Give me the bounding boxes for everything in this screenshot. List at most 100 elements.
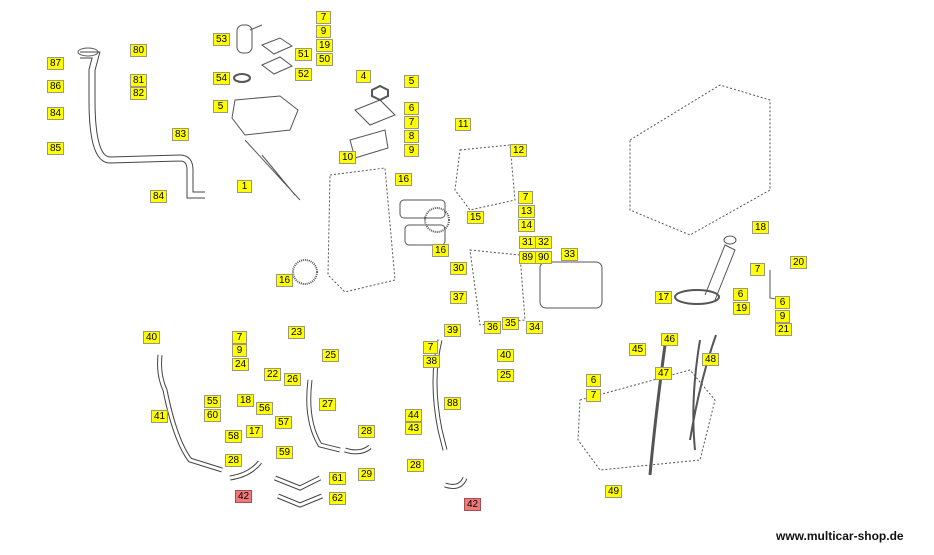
part-label[interactable]: 35 xyxy=(502,317,520,330)
part-label[interactable]: 83 xyxy=(172,128,190,141)
part-label[interactable]: 90 xyxy=(535,251,553,264)
part-label[interactable]: 12 xyxy=(510,144,528,157)
part-label[interactable]: 43 xyxy=(405,422,423,435)
website-footer: www.multicar-shop.de xyxy=(776,529,904,543)
part-label[interactable]: 18 xyxy=(752,221,770,234)
part-label[interactable]: 9 xyxy=(404,144,419,157)
part-label[interactable]: 14 xyxy=(518,219,536,232)
part-label[interactable]: 16 xyxy=(395,173,413,186)
part-label[interactable]: 7 xyxy=(518,191,533,204)
oil-filler-drawing xyxy=(648,235,783,476)
part-label[interactable]: 86 xyxy=(47,80,65,93)
part-label[interactable]: 53 xyxy=(213,33,231,46)
part-label[interactable]: 26 xyxy=(284,373,302,386)
part-label[interactable]: 34 xyxy=(526,321,544,334)
part-label[interactable]: 46 xyxy=(661,333,679,346)
part-label[interactable]: 6 xyxy=(404,102,419,115)
cover-parts-drawing xyxy=(231,24,396,201)
part-label[interactable]: 29 xyxy=(358,468,376,481)
part-label[interactable]: 8 xyxy=(404,130,419,143)
part-label[interactable]: 55 xyxy=(204,395,222,408)
part-label[interactable]: 56 xyxy=(256,402,274,415)
part-label[interactable]: 38 xyxy=(423,355,441,368)
part-label[interactable]: 13 xyxy=(518,205,536,218)
part-label[interactable]: 7 xyxy=(232,331,247,344)
part-label[interactable]: 5 xyxy=(213,100,228,113)
part-label[interactable]: 62 xyxy=(329,492,347,505)
part-label[interactable]: 28 xyxy=(407,459,425,472)
part-label[interactable]: 22 xyxy=(264,368,282,381)
part-label[interactable]: 18 xyxy=(237,394,255,407)
part-label[interactable]: 80 xyxy=(130,44,148,57)
part-label[interactable]: 40 xyxy=(143,331,161,344)
part-label[interactable]: 84 xyxy=(47,107,65,120)
part-label[interactable]: 9 xyxy=(232,344,247,357)
part-label[interactable]: 4 xyxy=(356,70,371,83)
part-label-highlighted[interactable]: 42 xyxy=(464,498,482,511)
filler-pipe-drawing xyxy=(77,47,205,199)
part-label[interactable]: 84 xyxy=(150,190,168,203)
part-label[interactable]: 57 xyxy=(275,416,293,429)
part-label[interactable]: 89 xyxy=(519,251,537,264)
part-label[interactable]: 21 xyxy=(775,323,793,336)
part-label[interactable]: 37 xyxy=(450,291,468,304)
part-label[interactable]: 10 xyxy=(339,151,357,164)
part-label[interactable]: 30 xyxy=(450,262,468,275)
part-label[interactable]: 7 xyxy=(750,263,765,276)
part-label[interactable]: 36 xyxy=(484,321,502,334)
part-label[interactable]: 6 xyxy=(733,288,748,301)
part-label[interactable]: 15 xyxy=(467,211,485,224)
part-label[interactable]: 1 xyxy=(237,180,252,193)
part-label[interactable]: 50 xyxy=(316,53,334,66)
part-label[interactable]: 87 xyxy=(47,57,65,70)
part-label[interactable]: 19 xyxy=(733,302,751,315)
part-label[interactable]: 6 xyxy=(775,296,790,309)
part-label[interactable]: 47 xyxy=(655,367,673,380)
part-label[interactable]: 9 xyxy=(316,25,331,38)
part-label[interactable]: 61 xyxy=(329,472,347,485)
part-label[interactable]: 7 xyxy=(316,11,331,24)
part-label[interactable]: 81 xyxy=(130,74,148,87)
part-label[interactable]: 48 xyxy=(702,353,720,366)
part-label[interactable]: 20 xyxy=(790,256,808,269)
part-label[interactable]: 19 xyxy=(316,39,334,52)
part-label[interactable]: 85 xyxy=(47,142,65,155)
part-label[interactable]: 51 xyxy=(295,48,313,61)
part-label[interactable]: 88 xyxy=(444,397,462,410)
part-label[interactable]: 33 xyxy=(561,248,579,261)
part-label[interactable]: 32 xyxy=(535,236,553,249)
part-label[interactable]: 28 xyxy=(358,425,376,438)
part-label[interactable]: 17 xyxy=(246,425,264,438)
part-label[interactable]: 82 xyxy=(130,87,148,100)
part-label[interactable]: 16 xyxy=(432,244,450,257)
part-label[interactable]: 28 xyxy=(225,454,243,467)
part-label[interactable]: 7 xyxy=(404,116,419,129)
part-label[interactable]: 59 xyxy=(276,446,294,459)
part-label[interactable]: 45 xyxy=(629,343,647,356)
part-label[interactable]: 24 xyxy=(232,358,250,371)
gear-housing-drawing xyxy=(327,84,771,471)
part-label[interactable]: 6 xyxy=(586,374,601,387)
part-label[interactable]: 17 xyxy=(655,291,673,304)
part-label[interactable]: 11 xyxy=(455,118,472,131)
part-label[interactable]: 16 xyxy=(276,274,294,287)
part-label[interactable]: 41 xyxy=(151,410,169,423)
part-label[interactable]: 7 xyxy=(423,341,438,354)
part-label[interactable]: 27 xyxy=(319,398,337,411)
part-label[interactable]: 31 xyxy=(519,236,537,249)
part-label[interactable]: 40 xyxy=(497,349,515,362)
part-label[interactable]: 25 xyxy=(497,369,515,382)
part-label[interactable]: 54 xyxy=(213,72,231,85)
part-label[interactable]: 7 xyxy=(586,389,601,402)
part-label[interactable]: 44 xyxy=(405,409,423,422)
part-label[interactable]: 49 xyxy=(605,485,623,498)
part-label[interactable]: 9 xyxy=(775,310,790,323)
part-label[interactable]: 39 xyxy=(444,324,462,337)
part-label[interactable]: 25 xyxy=(322,349,340,362)
part-label[interactable]: 58 xyxy=(225,430,243,443)
part-label[interactable]: 5 xyxy=(404,75,419,88)
part-label[interactable]: 23 xyxy=(288,326,306,339)
part-label[interactable]: 60 xyxy=(204,409,222,422)
part-label-highlighted[interactable]: 42 xyxy=(235,490,253,503)
part-label[interactable]: 52 xyxy=(295,68,313,81)
